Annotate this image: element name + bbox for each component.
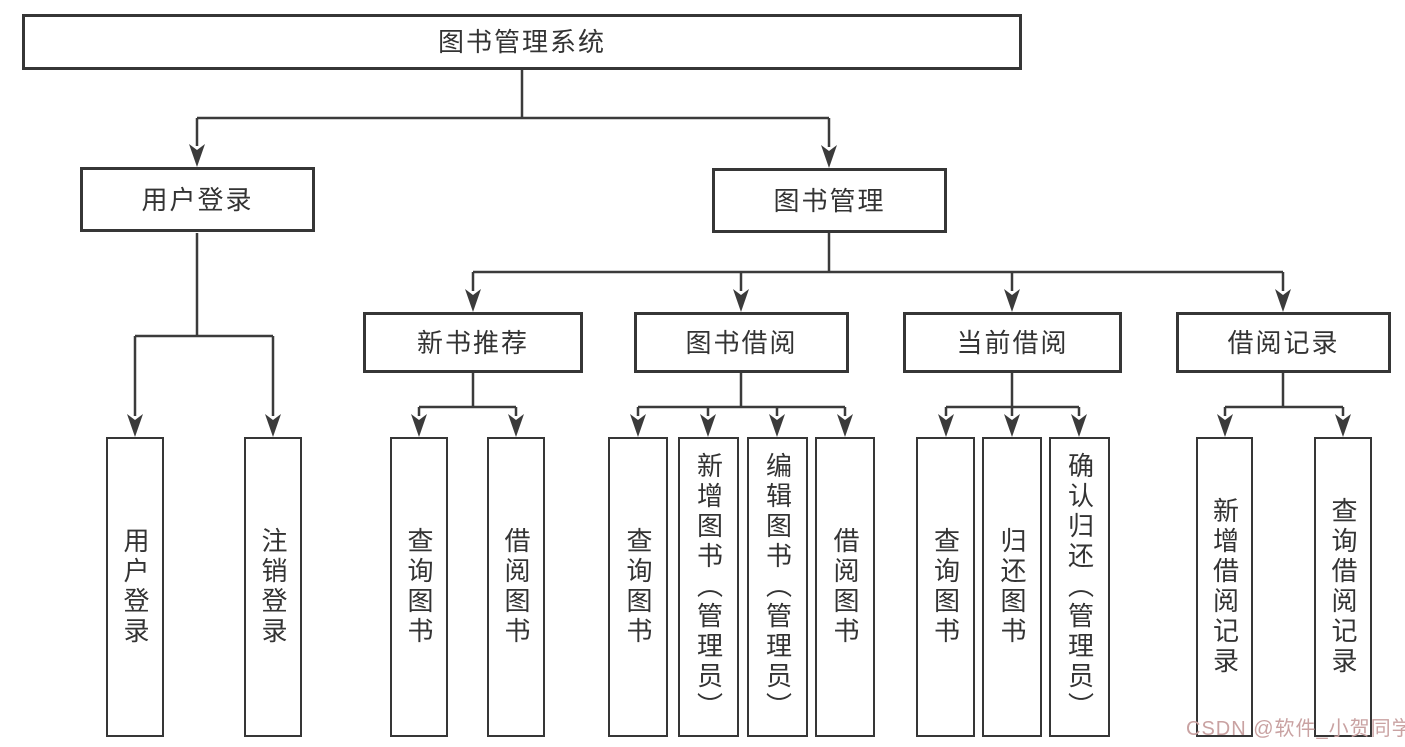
- node-label: 当前借阅: [956, 327, 1069, 358]
- node-current-borrowing: 当前借阅: [903, 312, 1122, 373]
- node-label: 新书推荐: [416, 327, 529, 358]
- node-library-management-system: 图书管理系统: [22, 14, 1022, 70]
- node-label: 图书借阅: [685, 327, 798, 358]
- leaf-query-books-current: 查询图书: [916, 437, 975, 737]
- node-user-login: 用户登录: [80, 167, 315, 232]
- node-borrowing-records: 借阅记录: [1176, 312, 1391, 373]
- node-label: 查询图书: [623, 527, 653, 647]
- node-label: 借阅记录: [1227, 327, 1340, 358]
- leaf-add-borrow-record: 新增借阅记录: [1196, 437, 1253, 737]
- leaf-query-books-borrow: 查询图书: [608, 437, 668, 737]
- node-book-management: 图书管理: [712, 168, 947, 233]
- leaf-borrow-books-recommend: 借阅图书: [487, 437, 545, 737]
- leaf-query-books-recommend: 查询图书: [390, 437, 448, 737]
- node-label: 查询借阅记录: [1328, 497, 1358, 677]
- leaf-borrow-books: 借阅图书: [815, 437, 875, 737]
- arrowhead-icons: [127, 144, 1351, 437]
- node-label: 用户登录: [141, 184, 254, 215]
- node-book-borrowing: 图书借阅: [634, 312, 849, 373]
- node-label: 新增借阅记录: [1209, 497, 1240, 677]
- node-label: 注销登录: [258, 527, 288, 647]
- node-label: 归还图书: [997, 527, 1027, 647]
- leaf-edit-book-admin: 编辑图书（管理员）: [747, 437, 808, 737]
- node-label: 借阅图书: [501, 527, 531, 647]
- leaf-logout: 注销登录: [244, 437, 302, 737]
- node-label: 查询图书: [404, 527, 434, 647]
- node-label: 查询图书: [930, 527, 961, 647]
- leaf-confirm-return-admin: 确认归还（管理员）: [1049, 437, 1110, 737]
- csdn-watermark: CSDN @软件_小贺同学: [1186, 718, 1405, 740]
- node-label: 图书管理系统: [437, 27, 606, 57]
- node-label: 新增图书（管理员）: [693, 452, 724, 722]
- leaf-user-login: 用户登录: [106, 437, 164, 737]
- node-label: 确认归还（管理员）: [1064, 452, 1095, 722]
- node-label: 编辑图书（管理员）: [762, 452, 793, 722]
- leaf-add-book-admin: 新增图书（管理员）: [678, 437, 739, 737]
- leaf-query-borrow-record: 查询借阅记录: [1314, 437, 1372, 737]
- node-new-book-recommendation: 新书推荐: [363, 312, 583, 373]
- node-label: 用户登录: [120, 527, 150, 647]
- leaf-return-book: 归还图书: [982, 437, 1042, 737]
- node-label: 图书管理: [773, 185, 886, 216]
- node-label: 借阅图书: [830, 527, 860, 647]
